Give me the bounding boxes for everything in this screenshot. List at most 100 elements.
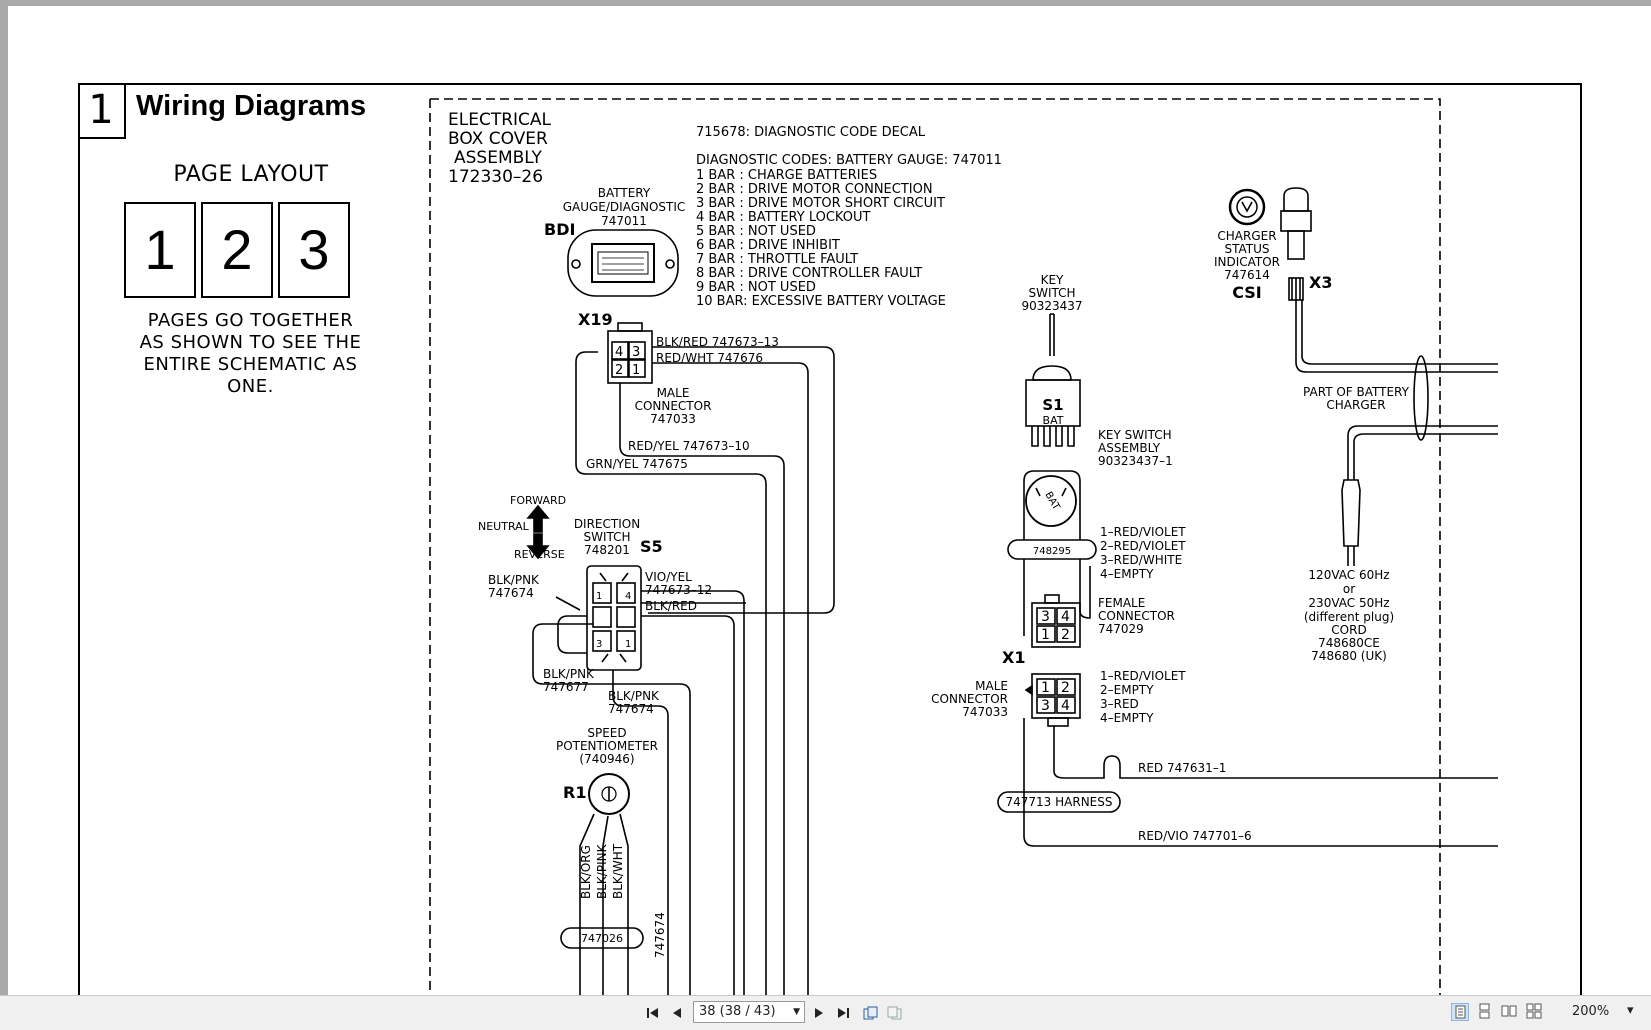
next-view-button[interactable]	[884, 1002, 906, 1024]
key-switch-face	[1025, 475, 1077, 527]
diagnostic-code: 5 BAR : NOT USED	[696, 224, 816, 239]
wire-red-wht	[652, 362, 809, 995]
wire-label: 747677	[543, 680, 589, 694]
zoom-level[interactable]: 200%	[1572, 1004, 1610, 1019]
key-switch-label: SWITCH	[1028, 286, 1075, 300]
charger-wire-1	[1295, 300, 1498, 373]
pin-label: 1	[1041, 627, 1050, 643]
viewer-toolbar: 38 (38 / 43) ▼ 200% ▾	[0, 995, 1651, 1030]
page-indicator: 38 (38 / 43)	[699, 1004, 776, 1019]
layout-box-2: 2	[201, 202, 273, 298]
x1-label: X1	[1002, 648, 1025, 667]
direction-label: FORWARD	[510, 494, 566, 507]
direction-switch-label: 748201	[584, 543, 630, 557]
diagnostic-code: 4 BAR : BATTERY LOCKOUT	[696, 210, 870, 225]
power-plug	[1341, 479, 1361, 547]
connector-label: MALE	[975, 679, 1008, 693]
first-page-button[interactable]	[642, 1002, 664, 1024]
connector-label: CONNECTOR	[1098, 609, 1175, 623]
cord-label: 748680CE	[1318, 636, 1380, 650]
bdi-label: BDI	[544, 220, 575, 239]
battery-charger-label: CHARGER	[1326, 398, 1385, 412]
wire-label: RED 747631–1	[1138, 761, 1226, 775]
continuous-view-button[interactable]	[1476, 1003, 1494, 1021]
wire-label: 2–RED/VIOLET	[1100, 539, 1186, 553]
pin-label: 3	[1041, 609, 1050, 625]
next-page-icon	[815, 1008, 823, 1018]
wire-label: 747674	[488, 586, 534, 600]
diagnostic-decal: 715678: DIAGNOSTIC CODE DECAL	[696, 125, 926, 140]
layout-note-line: ENTIRE SCHEMATIC AS	[143, 354, 358, 375]
wire-label: BLK/RED	[645, 599, 697, 613]
previous-page-button[interactable]	[666, 1002, 688, 1024]
zoom-menu-button[interactable]: ▾	[1627, 1003, 1634, 1018]
cord-label: 748680 (UK)	[1311, 649, 1387, 663]
connector-label: CONNECTOR	[931, 692, 1008, 706]
wire-red-yel	[619, 383, 785, 995]
facing-view-button[interactable]	[1501, 1003, 1519, 1021]
wire-label: BLK/PINK	[595, 843, 609, 899]
female-connector	[1031, 602, 1081, 648]
pin-label: 1	[625, 639, 631, 650]
pin-label: 3	[632, 345, 640, 360]
wire-label: BLK/PNK	[488, 573, 540, 587]
bat-label: BAT	[1043, 414, 1064, 427]
connector-label: MALE	[657, 386, 690, 400]
connector-label: 747033	[650, 412, 696, 426]
diagnostic-code: 2 BAR : DRIVE MOTOR CONNECTION	[696, 182, 933, 197]
harness-label: 747713 HARNESS	[1006, 795, 1113, 809]
previous-view-button[interactable]	[860, 1002, 882, 1024]
next-view-icon	[887, 1006, 902, 1020]
speed-pot-label: (740946)	[579, 752, 634, 766]
wire-label: BLK/ORG	[579, 845, 593, 899]
pin-label: 4	[625, 591, 631, 602]
layout-box-3: 3	[278, 202, 350, 298]
layout-note-line: PAGES GO TOGETHER	[147, 310, 354, 331]
wire-blk-pnk-747674	[612, 670, 669, 995]
cord-label: 230VAC 50Hz	[1308, 596, 1389, 610]
key-face-label: BAT	[1042, 490, 1061, 513]
page-layout-title: PAGE LAYOUT	[173, 162, 329, 187]
wire-label: BLK/RED 747673–13	[656, 335, 779, 349]
box-cover-line: ASSEMBLY	[454, 148, 542, 168]
pin-label: 4	[615, 345, 623, 360]
key-assembly-label: ASSEMBLY	[1098, 441, 1161, 455]
wire-label: 747674	[608, 702, 654, 716]
single-page-icon	[1455, 1005, 1466, 1019]
direction-switch-label: SWITCH	[583, 530, 630, 544]
key-assembly-label: 90323437–1	[1098, 454, 1173, 468]
wire-label: 4–EMPTY	[1100, 567, 1154, 581]
wire-label: 1–RED/VIOLET	[1100, 669, 1186, 683]
battery-gauge-label: 747011	[601, 214, 647, 228]
charger-status-label: INDICATOR	[1214, 255, 1280, 269]
next-page-button[interactable]	[808, 1002, 830, 1024]
diagnostic-codes-header: DIAGNOSTIC CODES: BATTERY GAUGE: 747011	[696, 153, 1002, 168]
diagnostic-code: 6 BAR : DRIVE INHIBIT	[696, 238, 840, 253]
key-switch-label: 90323437	[1021, 299, 1082, 313]
r1-label: R1	[563, 783, 586, 802]
page-layout-note: PAGES GO TOGETHER AS SHOWN TO SEE THE EN…	[118, 310, 383, 398]
facing-continuous-view-button[interactable]	[1526, 1003, 1544, 1021]
section-number: 1	[78, 83, 126, 139]
bdi-gauge-body	[567, 229, 679, 297]
facing-continuous-icon	[1526, 1003, 1542, 1019]
key-switch-label: KEY	[1041, 273, 1064, 287]
page-frame	[78, 83, 1582, 995]
page-select[interactable]: 38 (38 / 43) ▼	[693, 1001, 805, 1023]
wire-label: BLK/WHT	[611, 843, 625, 899]
pin-label: 3	[596, 639, 602, 650]
cord-label: (different plug)	[1304, 610, 1394, 624]
first-page-icon	[647, 1008, 658, 1018]
wire-label: 2–EMPTY	[1100, 683, 1154, 697]
wire-blk-pnk-747677	[532, 623, 691, 995]
single-page-view-button[interactable]	[1451, 1003, 1469, 1021]
wire-label: 3–RED	[1100, 697, 1139, 711]
x19-label: X19	[578, 310, 613, 329]
box-cover-line: ELECTRICAL	[448, 110, 552, 130]
connector-label: 747029	[1098, 622, 1144, 636]
speed-potentiometer	[588, 773, 630, 815]
last-page-button[interactable]	[832, 1002, 854, 1024]
wire-label: 747674	[653, 912, 667, 958]
layout-note-line: AS SHOWN TO SEE THE	[139, 332, 362, 353]
harness-tag-outline	[997, 791, 1121, 813]
